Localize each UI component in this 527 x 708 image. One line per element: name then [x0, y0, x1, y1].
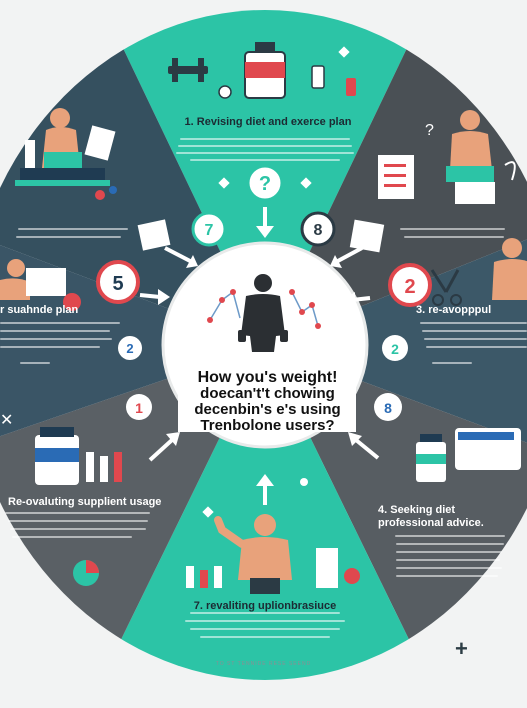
- center-line-4: Trenbolone users?: [200, 417, 335, 434]
- center-question: How you's weight! doecan't't chowing dec…: [180, 370, 355, 434]
- segment-right-lower-title: 4. Seeking diet professional advice.: [378, 504, 484, 529]
- badge-8-right-circle: [374, 393, 402, 421]
- arrow-lower-left: [148, 438, 174, 462]
- top-left-figure: [15, 108, 117, 200]
- arrow-upper-left: [164, 246, 193, 264]
- badge-8-right: 8: [384, 400, 392, 416]
- arrow-lower-right: [354, 438, 380, 460]
- center-line-1: How you's weight!: [197, 369, 338, 386]
- badge-2-right: 2: [404, 276, 415, 298]
- center-figure: [207, 274, 321, 352]
- bottom-right-supplements: [416, 428, 521, 482]
- badge-2-left-circle: [118, 336, 142, 360]
- center-line-2: doecan't't chowing: [200, 385, 335, 402]
- top-right-figure: [378, 110, 495, 204]
- question-badge: ?: [259, 173, 271, 195]
- segment-left-title: r suahnde plan: [0, 304, 79, 316]
- note-card-right: [349, 219, 385, 253]
- badge-2-right-small-circle: [382, 335, 408, 361]
- note-card-left: [137, 219, 171, 251]
- right-figure: [430, 238, 527, 306]
- badge-1-circle: [126, 394, 152, 420]
- badge-2-left: 2: [126, 341, 133, 356]
- arrow-left: [139, 293, 161, 299]
- badge-8-top-circle: [300, 211, 336, 247]
- segment-right-title: 3. re-avopppul: [416, 304, 492, 316]
- badge-5: 5: [112, 273, 123, 295]
- center-text-plate: [178, 366, 356, 432]
- badge-2-right-small: 2: [391, 341, 399, 357]
- bottom-left-supplements: [35, 427, 122, 586]
- arrow-upper-right: [335, 246, 363, 264]
- badge-8-top: 8: [314, 222, 323, 239]
- segment-left-lower-title: Re-ovaluting supplient usage: [8, 496, 162, 508]
- badge-7-circle: [191, 211, 227, 247]
- plus-icon-left: ✕: [0, 412, 14, 429]
- question-badge-circle: [246, 164, 284, 202]
- badge-1: 1: [135, 400, 143, 416]
- bottom-figure: [186, 478, 360, 594]
- top-segment-art: [168, 42, 356, 99]
- segment-bottom-title: 7. revaliting uplionbrasiuce: [193, 600, 337, 612]
- badge-7: 7: [205, 222, 214, 239]
- badge-5-circle: [96, 260, 140, 304]
- small-question-mark: ?: [425, 122, 434, 139]
- plus-icon: +: [455, 636, 468, 661]
- center-line-3: decenbin's e's using: [194, 401, 341, 418]
- left-figure: [0, 259, 81, 311]
- segment-top-title: 1. Revising diet and exerce plan: [184, 116, 352, 128]
- footer-note: TO ST TENNIDE RESE SEEND: [215, 661, 312, 667]
- badge-2-right-circle: [388, 263, 432, 307]
